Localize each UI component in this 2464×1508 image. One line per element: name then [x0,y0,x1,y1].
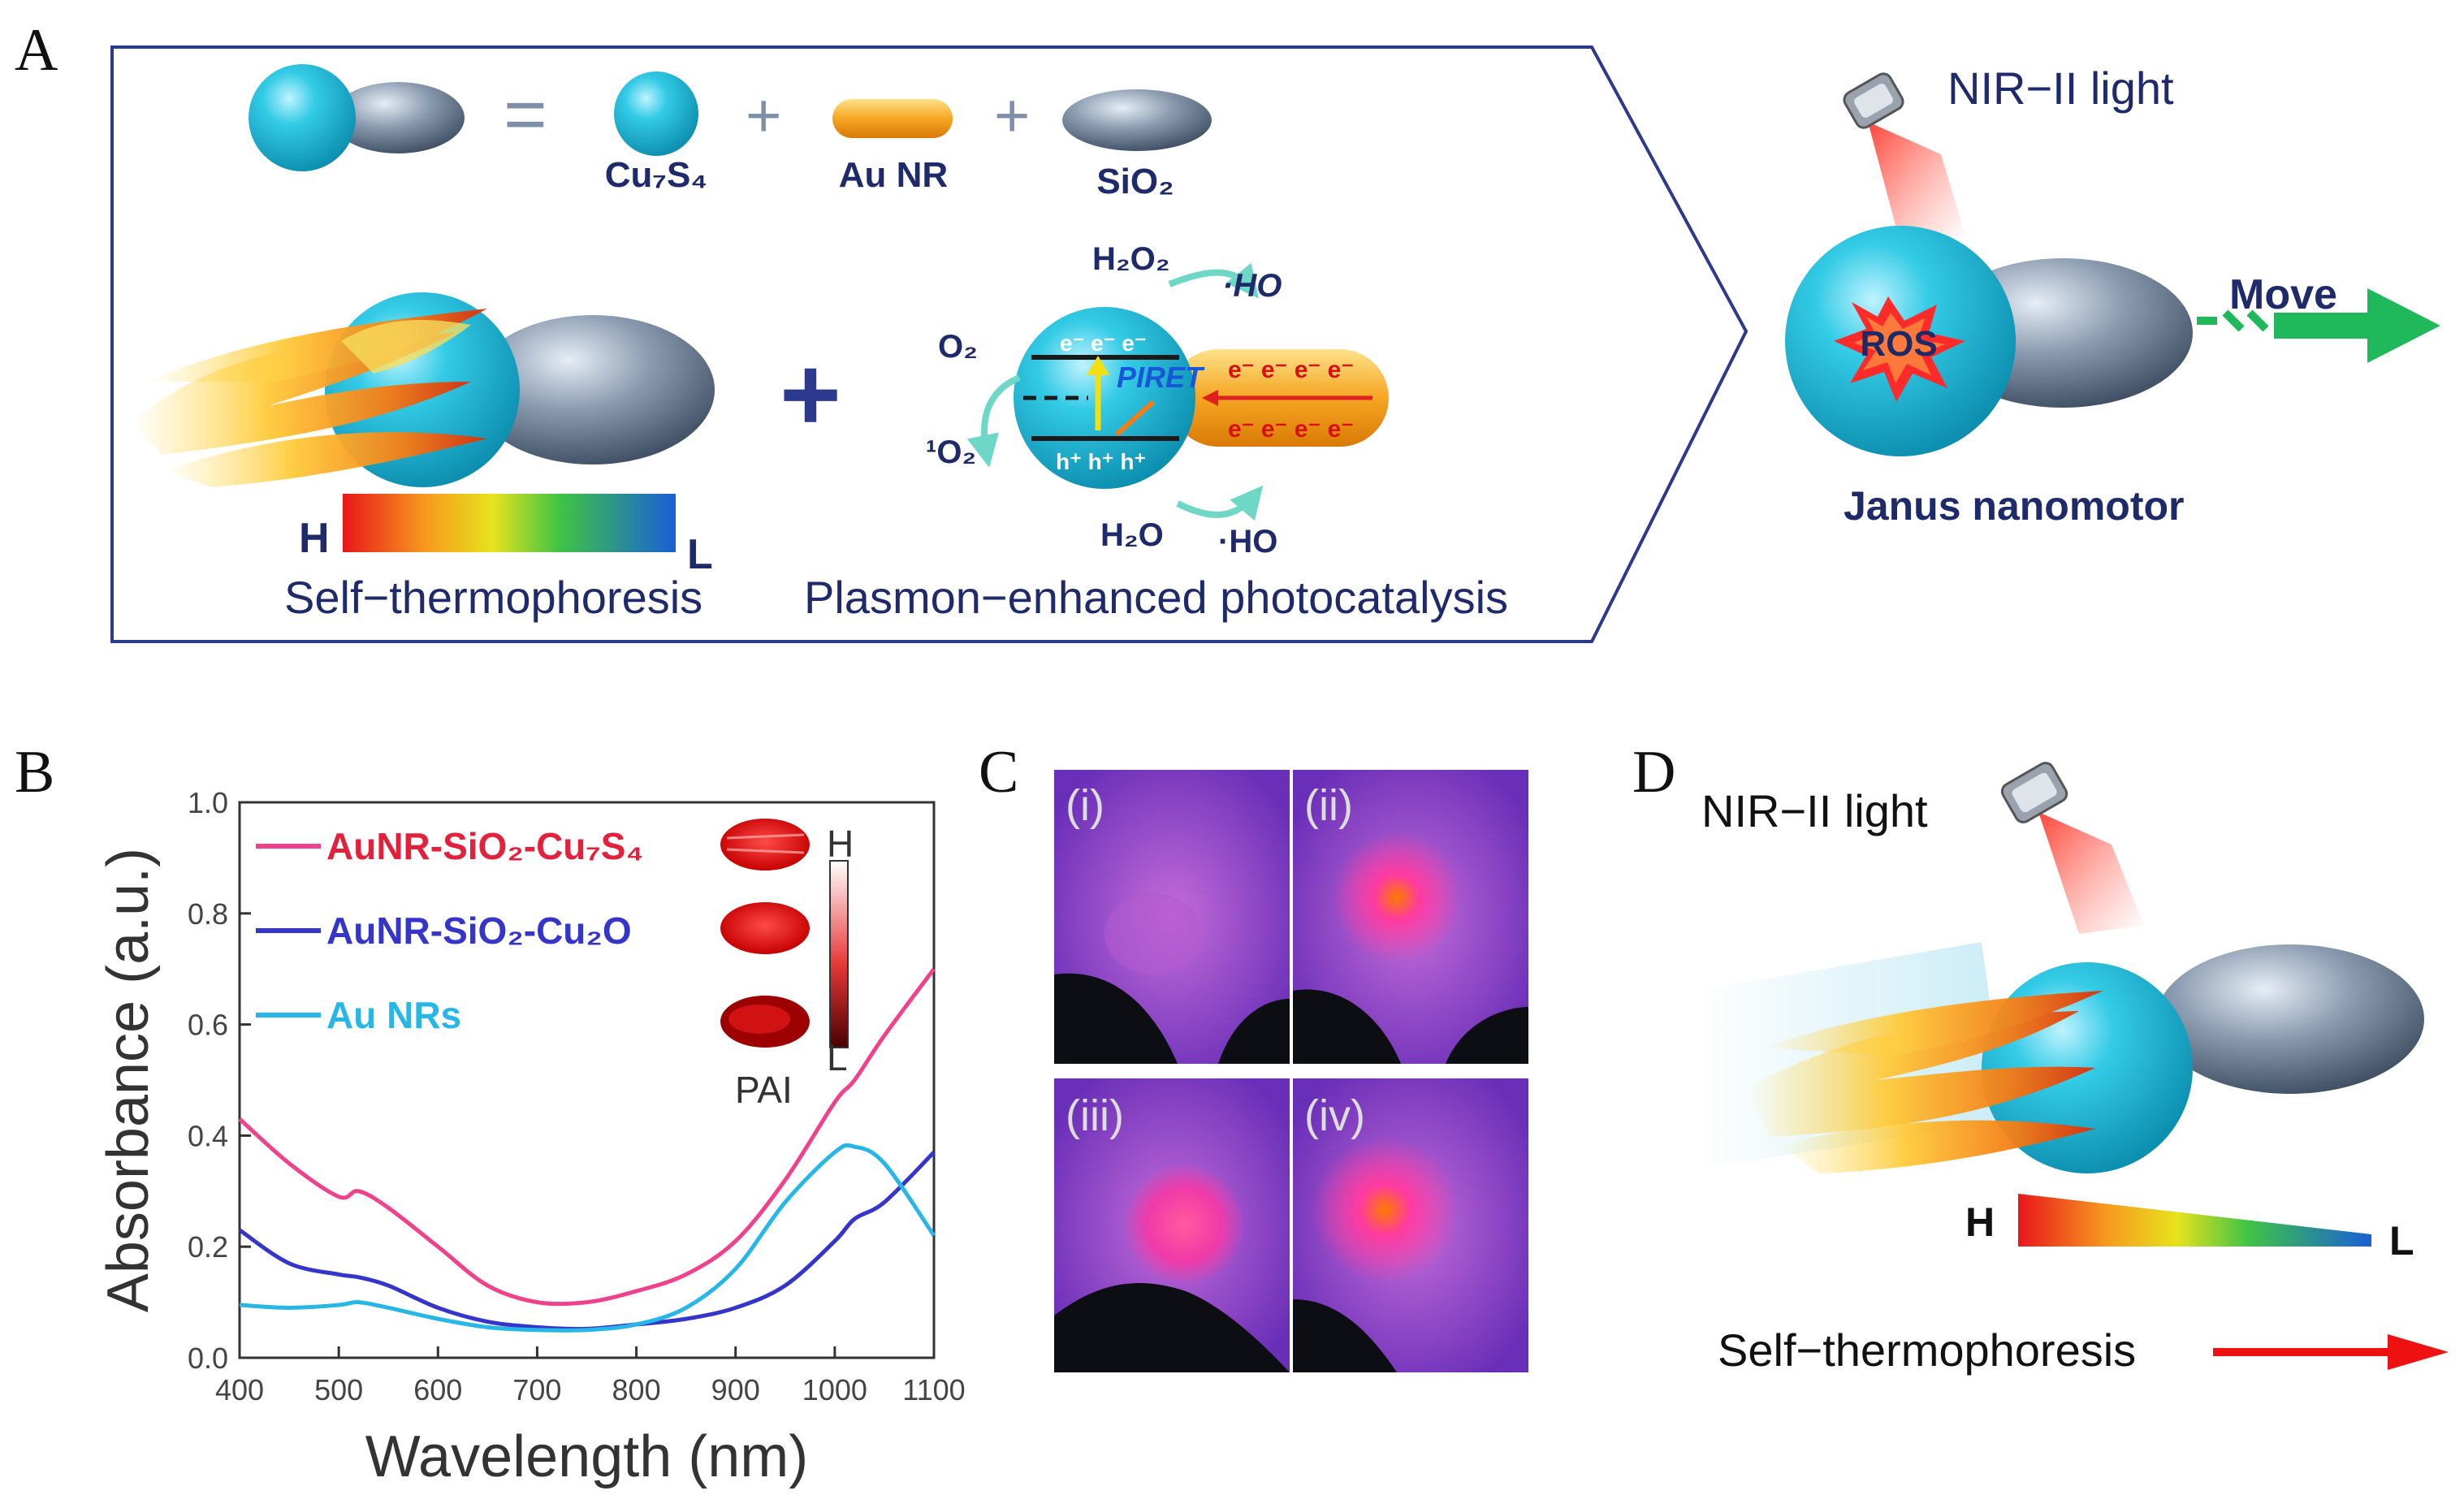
plus-sign-large: + [780,335,841,453]
nir-light-source-icon [1843,72,1965,244]
x-tick-label: 500 [314,1373,363,1406]
y-tick-label: 0.2 [188,1230,228,1264]
y-tick-label: 0.8 [188,897,228,931]
pai-image-cu7s4 [720,819,810,871]
gradient-high-label: H [299,515,330,562]
sio2-ellipsoid-icon [1062,89,1212,151]
gradient-low-label: L [687,531,713,578]
x-tick-label: 400 [215,1373,264,1406]
cu7s4-label: Cu₇S₄ [605,155,708,195]
subpanel-ii-label: (ii) [1304,781,1353,830]
thermal-image-iv [1293,1078,1528,1372]
thermal-images [1054,770,1528,1372]
panel-letter-b: B [15,739,54,806]
thermal-image-ii [1293,770,1528,1064]
nir-light-label-a: NIR−II light [1947,63,2174,114]
piret-label: PIRET [1117,361,1205,394]
gradient-high-label-d: H [1965,1199,1995,1245]
plasmon-photocatalysis-caption: Plasmon−enhanced photocatalysis [804,572,1508,623]
hydroxyl-radical-top: ·HO [1222,268,1282,304]
legend-label-2: AuNR-SiO₂-Cu₂O [326,910,632,952]
series-line-1 [238,967,936,1307]
thermal-image-i [1054,770,1290,1064]
pai-label: PAI [735,1069,793,1111]
panel-a-frame [110,45,1749,643]
legend-label-3: Au NRs [326,994,461,1036]
pai-low-label: L [827,1036,848,1078]
gradient-low-label-d: L [2389,1218,2414,1264]
janus-nanomotor-illustration [1785,226,2193,456]
photocatalysis-mechanism: e⁻ e⁻ e⁻ h⁺ h⁺ h⁺ PIRET e⁻ e⁻ e⁻ e⁻ e⁻ e… [966,262,1389,521]
x-tick-label: 600 [413,1373,462,1406]
au-nr-label: Au NR [839,155,948,195]
sio2-label: SiO₂ [1096,162,1174,201]
absorbance-chart: 400 500 600 700 800 900 1000 1100 0.0 0.2 0.4 0.6 0.… [96,786,966,1489]
rod-electrons-top: e⁻ e⁻ e⁻ e⁻ [1228,356,1354,383]
pai-high-label: H [827,823,854,865]
self-thermophoresis-caption-d: Self−thermophoresis [1718,1324,2136,1376]
ros-label: ROS [1860,324,1937,364]
pai-images [720,819,849,1048]
x-tick-label: 800 [612,1373,661,1406]
x-tick-label: 900 [711,1373,760,1406]
legend-label-1: AuNR-SiO₂-Cu₇S₄ [326,825,643,867]
series-line-3 [239,1143,936,1333]
au-nanorod-icon [832,99,953,138]
y-tick-label: 0.0 [188,1342,228,1375]
plot-frame [238,801,936,1359]
janus-particle-icon [249,64,465,171]
h2o2-label: H₂O₂ [1092,241,1170,277]
subpanel-iv-label: (iv) [1304,1091,1365,1140]
cu7s4-sphere-icon [614,71,698,156]
panel-letter-c: C [979,739,1018,806]
o2-label: O₂ [938,329,978,365]
cu7s4-sphere [1014,307,1195,489]
move-arrow [2197,288,2440,363]
nir-light-source-icon-d [2000,762,2144,934]
y-tick-label: 0.6 [188,1009,228,1042]
temperature-gradient-bar [343,494,676,552]
thermophoresis-arrow [2213,1334,2449,1370]
temperature-gradient-bar-d [2018,1194,2371,1247]
nir-light-label-d: NIR−II light [1701,785,1928,836]
thermophoresis-motor-illustration [130,292,715,487]
janus-nanomotor-label: Janus nanomotor [1844,483,2184,529]
pai-colorbar [829,860,849,1048]
sphere-holes: h⁺ h⁺ h⁺ [1056,449,1146,474]
rod-electrons-bottom: e⁻ e⁻ e⁻ e⁻ [1228,416,1354,443]
y-tick-label: 0.4 [188,1119,228,1152]
h2o-label: H₂O [1100,517,1164,553]
subpanel-i-label: (i) [1066,781,1104,830]
flame-icon [130,309,487,487]
x-tick-label: 1000 [802,1373,867,1406]
y-tick-label: 1.0 [188,786,228,819]
self-thermophoresis-caption: Self−thermophoresis [284,572,702,623]
y-axis-label: Absorbance (a.u.) [96,848,161,1312]
sphere-electrons: e⁻ e⁻ e⁻ [1060,331,1147,356]
flame-icon-d [1746,991,2103,1173]
thermophoresis-motor-illustration-d [1697,942,2424,1173]
hydroxyl-radical-bottom: ·HO [1218,524,1277,560]
plus-sign-1: + [746,81,781,150]
thermal-image-iii [1054,1078,1290,1372]
plus-sign-2: + [994,81,1030,150]
move-label: Move [2229,271,2337,318]
x-tick-label: 1100 [902,1373,965,1406]
panel-letter-d: D [1632,739,1675,806]
panel-letter-a: A [15,17,58,84]
x-tick-label: 700 [512,1373,561,1406]
pai-image-cu2o [720,902,810,954]
subpanel-iii-label: (iii) [1066,1091,1124,1140]
equals-sign: = [504,73,547,156]
x-axis-label: Wavelength (nm) [365,1424,809,1489]
singlet-oxygen-label: ¹O₂ [926,434,976,470]
